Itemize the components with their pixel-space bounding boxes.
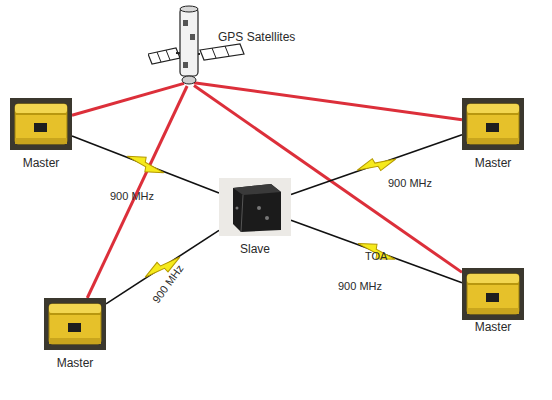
- case-lid: [467, 104, 519, 113]
- panel-grid: [157, 52, 161, 62]
- frequency-label: 900 MHz: [388, 177, 432, 189]
- case-body: [467, 104, 519, 144]
- cube-top: [233, 184, 281, 195]
- case-body: [49, 304, 101, 344]
- case-shadow: [15, 138, 67, 144]
- frequency-label: 900 MHz: [338, 280, 382, 292]
- case-port: [34, 123, 47, 132]
- cube-screw: [236, 207, 239, 210]
- case-port: [68, 323, 81, 332]
- cube-edge: [241, 195, 243, 232]
- photo-background: [462, 268, 524, 320]
- lightning-bolt: [355, 151, 397, 177]
- lightning-bolt: [355, 238, 397, 265]
- case-shadow: [467, 308, 519, 314]
- gps-satellite-illustration: [148, 0, 318, 92]
- node-icon: [44, 298, 106, 350]
- master-unit: Master: [40, 298, 110, 372]
- satellite-body: [180, 8, 198, 76]
- node-label: Master: [460, 320, 526, 334]
- node-label: Master: [8, 156, 74, 170]
- photo-background: [462, 98, 524, 150]
- antenna-dish: [182, 76, 196, 84]
- case-body: [15, 104, 67, 144]
- case-seam: [467, 283, 519, 285]
- cube-body: [233, 184, 281, 232]
- case-body: [467, 274, 519, 314]
- node-icon: [10, 98, 72, 150]
- master-unit: Master: [460, 268, 526, 328]
- satellite-cap: [180, 6, 198, 12]
- frequency-label: 900 MHz: [110, 190, 154, 202]
- case-lid: [49, 304, 101, 313]
- satellite-node: GPS Satellites: [148, 0, 318, 92]
- node-icon: [462, 268, 524, 320]
- node-icon: [219, 178, 291, 236]
- radio-link: [72, 136, 219, 193]
- gps-link: [194, 85, 462, 272]
- cube-screw: [257, 206, 261, 210]
- satellite-window: [183, 20, 188, 26]
- solar-panel: [148, 48, 180, 64]
- photo-background: [44, 298, 106, 350]
- panel-grid: [212, 48, 216, 58]
- gps-link: [72, 83, 184, 115]
- slave-unit-photo: [219, 178, 291, 236]
- case-shadow: [49, 338, 101, 344]
- panel-grid: [225, 46, 229, 56]
- case-seam: [15, 113, 67, 115]
- node-label: GPS Satellites: [218, 30, 295, 44]
- master-unit-photo: [44, 298, 106, 350]
- photo-background: [10, 98, 72, 150]
- case-port: [486, 123, 499, 132]
- photo-background: [219, 178, 291, 236]
- satellite-window: [183, 62, 188, 68]
- case-shadow: [467, 138, 519, 144]
- node-icon: [462, 98, 524, 150]
- node-label: Master: [460, 156, 526, 170]
- signal-label: TOA: [365, 250, 387, 262]
- radio-link: [291, 220, 462, 283]
- case-port: [486, 293, 499, 302]
- case-lid: [15, 104, 67, 113]
- node-label: Master: [40, 356, 110, 370]
- panel-grid: [166, 50, 170, 60]
- case-lid: [467, 274, 519, 283]
- lightning-bolt: [124, 151, 166, 179]
- master-unit-photo: [10, 98, 72, 150]
- case-seam: [49, 313, 101, 315]
- slave-unit: Slave: [218, 178, 292, 254]
- master-unit-photo: [462, 268, 524, 320]
- node-icon: [184, 78, 194, 86]
- master-unit: Master: [8, 98, 74, 172]
- case-seam: [467, 113, 519, 115]
- master-unit-photo: [462, 98, 524, 150]
- solar-panel: [200, 44, 244, 60]
- node-label: Slave: [218, 242, 292, 256]
- cube-screw: [265, 216, 269, 220]
- radio-link: [291, 135, 462, 195]
- master-unit: Master: [460, 98, 526, 172]
- satellite-window: [190, 34, 195, 40]
